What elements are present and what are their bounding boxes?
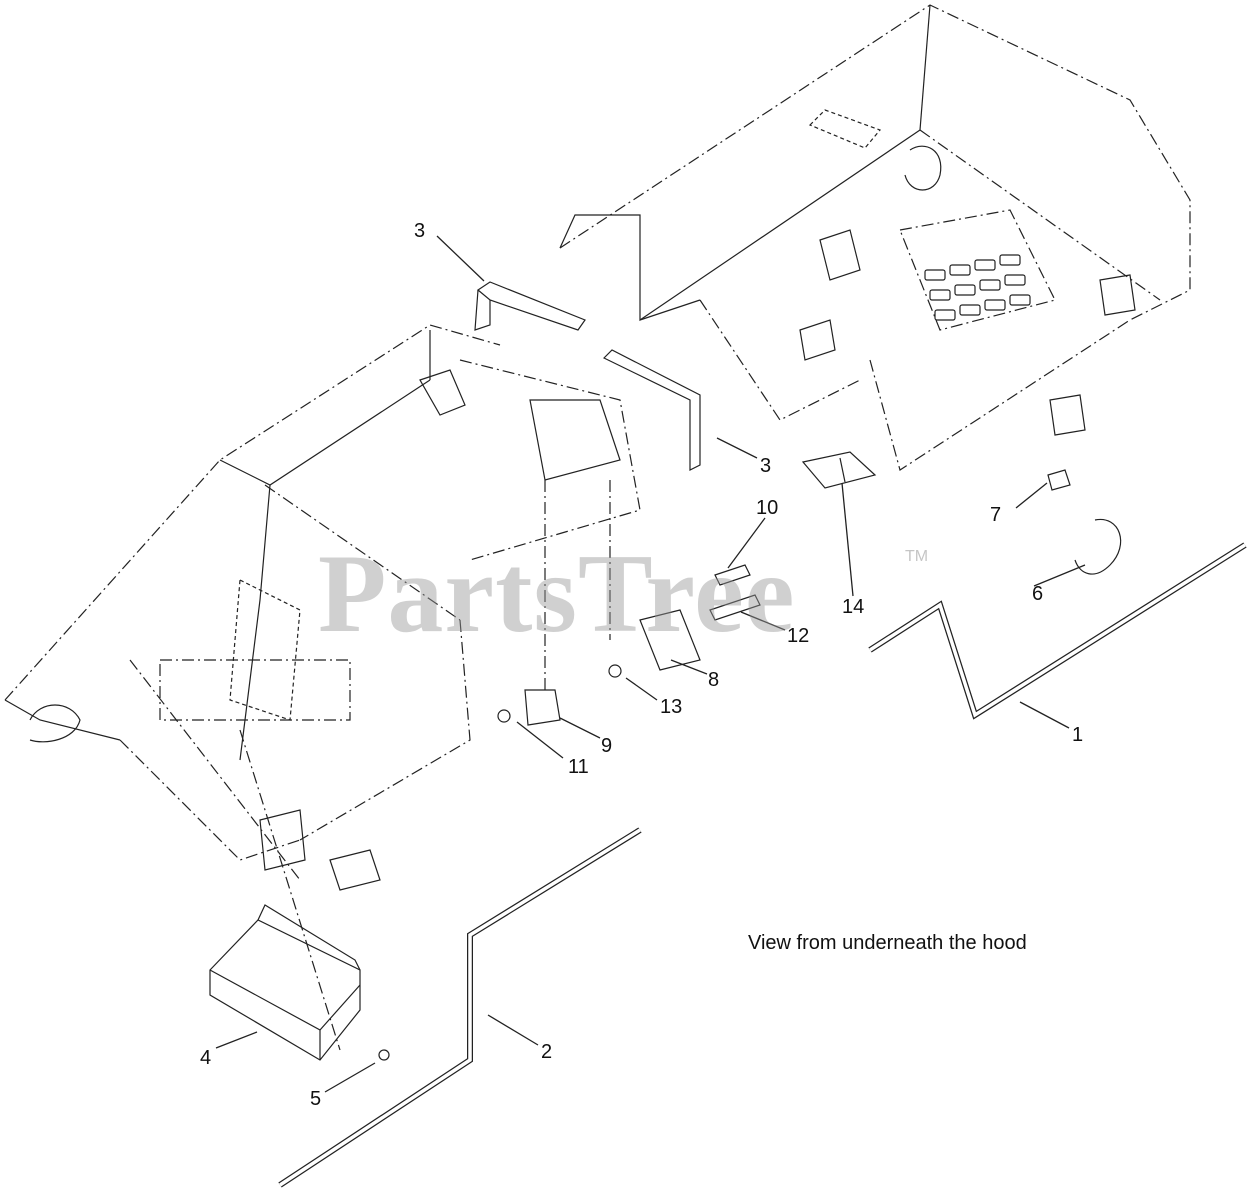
small-hardware xyxy=(378,451,1071,1061)
hood-right xyxy=(559,4,1191,471)
leader-lines xyxy=(215,235,1086,1093)
latch-assemblies xyxy=(29,145,1136,891)
callout-11: 11 xyxy=(568,756,589,778)
trim-strip-upper xyxy=(474,281,586,331)
callout-4: 4 xyxy=(200,1047,211,1069)
callout-13: 13 xyxy=(660,696,682,718)
callout-8: 8 xyxy=(708,669,719,691)
callout-12: 12 xyxy=(787,625,809,647)
callout-6: 6 xyxy=(1032,583,1043,605)
battery-box xyxy=(129,659,361,1061)
callout-9: 9 xyxy=(601,735,612,757)
watermark-trademark: TM xyxy=(905,548,929,565)
rod-1 xyxy=(868,542,1247,720)
callout-7: 7 xyxy=(990,504,1001,526)
callout-labels: 3 3 10 7 14 6 12 8 13 1 9 11 2 4 5 xyxy=(200,220,1083,1110)
callout-3-lower: 3 xyxy=(760,455,771,477)
rod-2 xyxy=(278,827,642,1188)
watermark-logo: PartsTree xyxy=(318,532,796,656)
callout-5: 5 xyxy=(310,1088,321,1110)
callout-14: 14 xyxy=(842,596,864,618)
hood-left xyxy=(4,324,641,861)
center-bracket xyxy=(529,399,621,690)
trim-strip-lower xyxy=(602,349,701,471)
callout-1: 1 xyxy=(1072,724,1083,746)
vent-grille xyxy=(899,209,1056,331)
callout-2: 2 xyxy=(541,1041,552,1063)
diagram-caption: View from underneath the hood xyxy=(748,932,1027,954)
callout-10: 10 xyxy=(756,497,778,519)
callout-3-upper: 3 xyxy=(414,220,425,242)
